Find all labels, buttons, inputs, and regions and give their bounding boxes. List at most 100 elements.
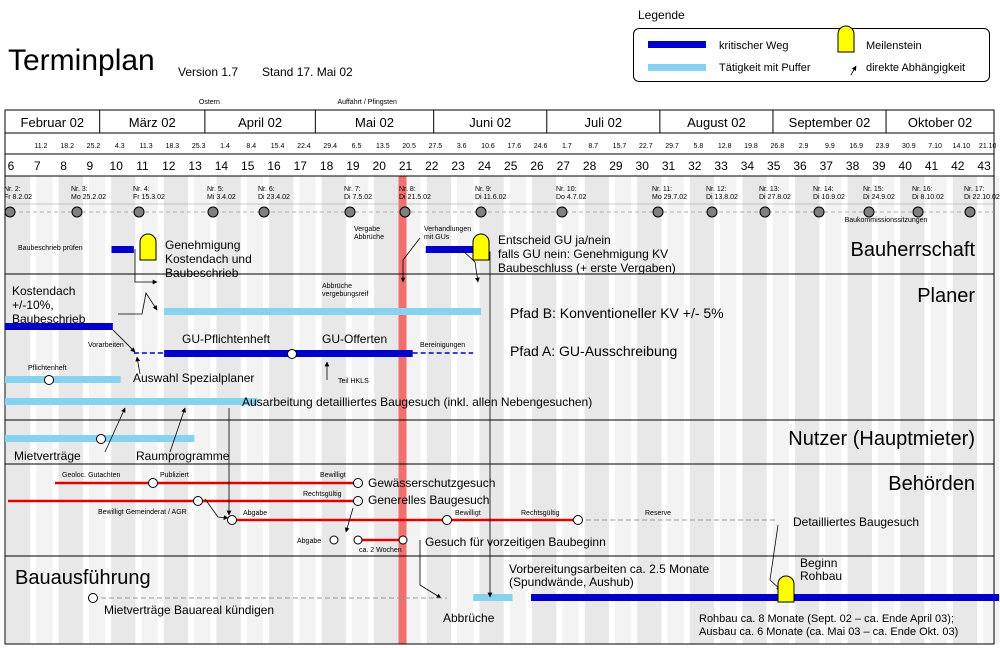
label-pfad-a: Pfad A: GU-Ausschreibung (510, 343, 677, 359)
month-label: Juli 02 (585, 115, 623, 130)
bar-vorbereitung (531, 594, 1000, 601)
label-pflichtenheft: Pflichtenheft (28, 365, 67, 372)
week-band (795, 176, 820, 644)
week-number: 7 (34, 159, 41, 173)
section-bauausfuehrung: Bauausführung (15, 567, 151, 589)
week-number: 9 (87, 159, 94, 173)
meeting-no: Nr. 14: (813, 186, 834, 193)
label-bewilligt-1: Bewilligt (320, 472, 346, 479)
month-label: Juni 02 (469, 115, 511, 130)
week-number: 30 (636, 159, 650, 173)
week-number: 34 (741, 159, 755, 173)
week-band-light (36, 176, 53, 644)
bar-abbrueche (473, 594, 513, 601)
date-tick: 29.7 (665, 143, 679, 150)
week-band-light (825, 176, 842, 644)
label-bewilligt-2: Bewilligt (455, 510, 481, 517)
milestone-abgabe-1 (227, 515, 237, 525)
meeting-no: Nr. 17: (964, 186, 985, 193)
dep-auswahl (135, 356, 141, 375)
week-band-light (88, 176, 106, 644)
week-band-light (351, 176, 369, 644)
label-beginn-line: Rohbau (800, 569, 842, 583)
week-number: 17 (294, 159, 308, 173)
milestone-pflichtenheft (44, 375, 54, 385)
date-tick: 15.4 (271, 143, 285, 150)
date-tick: 2.9 (799, 143, 809, 150)
label-vorzeitig: Gesuch für vorzeitigen Baubeginn (425, 535, 606, 549)
meeting-no: Nr. 4: (133, 186, 150, 193)
week-band (900, 176, 925, 644)
meeting-date: Di 8.10.02 (912, 194, 944, 201)
meeting-no: Nr. 2: (4, 186, 21, 193)
week-number: 11 (136, 159, 149, 173)
milestone-vorzeitig-end (398, 535, 408, 545)
week-band-light (562, 176, 579, 644)
label-reserve: Reserve (645, 510, 671, 517)
week-band (742, 176, 767, 644)
date-tick: 22.4 (297, 143, 311, 150)
week-band (269, 176, 294, 644)
meeting-dot (4, 206, 16, 218)
bar-kostendach (5, 323, 113, 330)
meeting-date: Di 13.8.02 (706, 194, 738, 201)
week-band-light (404, 176, 421, 644)
week-band (584, 176, 609, 644)
bar-pfad-b (164, 308, 482, 315)
meeting-dot (706, 206, 718, 218)
date-tick: 15.7 (613, 143, 627, 150)
label-raumprogramme: Raumprogramme (136, 449, 230, 463)
date-tick: 18.3 (166, 143, 180, 150)
month-label: April 02 (238, 115, 282, 130)
milestone-vorzeitig-start (353, 535, 363, 545)
week-number: 42 (951, 159, 965, 173)
label-abbrueche: Abbrüche (443, 611, 495, 625)
meeting-dot (475, 206, 487, 218)
date-tick: 4.3 (115, 143, 125, 150)
week-band-light (983, 176, 1000, 644)
meeting-no: Nr. 12: (706, 186, 727, 193)
week-number: 20 (373, 159, 387, 173)
month-label: Februar 02 (21, 115, 85, 130)
legend-critical-swatch (648, 41, 706, 48)
label-bereinigungen: Bereinigungen (420, 342, 465, 349)
month-label: August 02 (687, 115, 746, 130)
milestone-rechtsgueltig-2 (573, 515, 583, 525)
week-band (321, 176, 346, 644)
label-verhandlungen-line: Verhandlungen (424, 226, 471, 233)
label-ca2: ca. 2 Wochen (359, 547, 402, 554)
label-gewaesser: Gewässerschutzgesuch (368, 476, 495, 490)
milestone-mietvertraege (96, 434, 106, 444)
label-kostendach-line: Kostendach (12, 284, 75, 298)
meeting-dot (71, 206, 83, 218)
label-rechtsgueltig-1: Rechtsgültig (303, 491, 342, 498)
milestone-generelles (353, 496, 363, 506)
label-teil-hkls: Teil HKLS (338, 378, 369, 385)
week-band-light (930, 176, 947, 644)
meeting-date: Di 10.9.02 (813, 194, 845, 201)
bar-ausarbeitung (5, 398, 258, 405)
label-genehmigung-line: Genehmigung (165, 238, 240, 252)
meeting-dot (863, 206, 875, 218)
meeting-dot (964, 206, 976, 218)
label-vorbereitung-line: Vorbereitungsarbeiten ca. 2.5 Monate (509, 562, 709, 576)
dep-raumprogramme (169, 407, 186, 453)
week-number: 29 (609, 159, 623, 173)
week-band (689, 176, 715, 644)
week-number: 43 (977, 159, 991, 173)
label-beginn-line: Beginn (800, 556, 837, 570)
bar-pflichtenheft (5, 376, 121, 383)
date-tick: 13.5 (376, 143, 390, 150)
dep-mietvertraege (104, 407, 126, 453)
meeting-date: Di 27.8.02 (759, 194, 791, 201)
week-band-light (720, 176, 737, 644)
week-number: 40 (899, 159, 913, 173)
meeting-date: Di 22.10.02 (964, 194, 1000, 201)
bar-verhandlungen (425, 246, 479, 253)
week-number: 26 (530, 159, 544, 173)
dep-vorzeitig (419, 540, 442, 599)
meeting-note: Baukommissionssitzungen (845, 217, 928, 224)
meeting-no: Nr. 3: (71, 186, 88, 193)
date-tick: 7.10 (928, 143, 942, 150)
week-number: 14 (215, 159, 229, 173)
